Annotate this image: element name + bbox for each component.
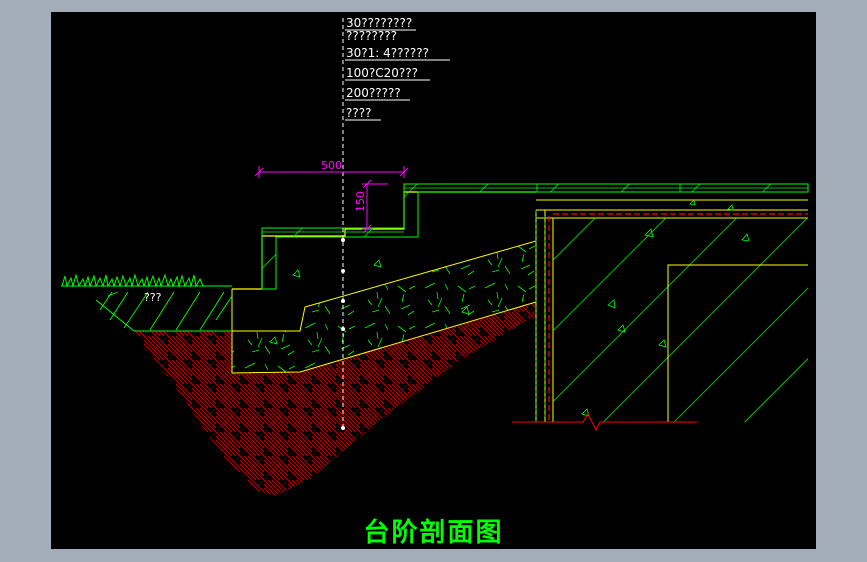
dimension-500 xyxy=(254,166,409,178)
cad-viewport[interactable]: 30???????? ???????? 30?1: 4?????? 100?C2… xyxy=(51,12,816,549)
leader-note-6: ???? xyxy=(346,106,371,120)
leader-note-1: 30???????? xyxy=(346,16,412,30)
ground-edge xyxy=(95,299,232,332)
concrete-triangles xyxy=(269,199,750,417)
note-underlines xyxy=(345,29,450,121)
interior-room-outline xyxy=(667,264,808,422)
ground-section-hatch xyxy=(99,291,233,331)
leader-note-3: 30?1: 4?????? xyxy=(346,46,429,60)
step-finish-layer xyxy=(261,183,809,290)
leader-nodes xyxy=(341,238,345,430)
dimension-150 xyxy=(362,179,388,234)
dimension-500-text: 500 xyxy=(321,159,342,172)
stair-section-drawing: 30???????? ???????? 30?1: 4?????? 100?C2… xyxy=(61,16,809,496)
leader-note-2: ???????? xyxy=(346,29,397,43)
interior-wall-core xyxy=(553,218,808,422)
leader-note-4: 100?C20??? xyxy=(346,66,418,80)
wall-green-border xyxy=(535,210,546,422)
ground-label: ??? xyxy=(144,291,162,304)
building-slab xyxy=(536,199,808,219)
soil-fill xyxy=(134,302,536,496)
grass xyxy=(61,273,204,288)
wall-left xyxy=(535,210,554,422)
break-line xyxy=(512,412,697,432)
leader-note-5: 200????? xyxy=(346,86,401,100)
dimension-150-text: 150 xyxy=(354,191,367,212)
